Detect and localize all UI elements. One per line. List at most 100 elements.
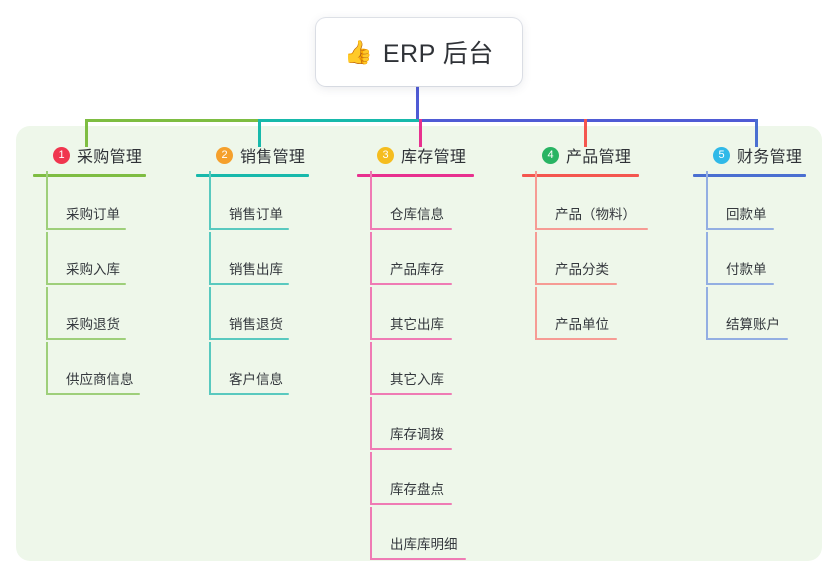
branch-title-4: 产品管理	[566, 149, 632, 166]
leaf-stem-wire	[706, 232, 708, 285]
branch-title-1: 采购管理	[77, 149, 143, 166]
branch-column-3: 3 库存管理仓库信息产品库存其它出库其它入库库存调拨库存盘点出库库明细	[357, 142, 474, 562]
leaf-underline	[209, 338, 289, 340]
branch-underline-5	[693, 174, 806, 177]
leaf-node[interactable]: 采购入库	[33, 232, 146, 287]
root-node-erp-backend[interactable]: 👍 ERP 后台	[316, 18, 522, 86]
leaf-node[interactable]: 其它入库	[357, 342, 474, 397]
leaf-list-3: 仓库信息产品库存其它出库其它入库库存调拨库存盘点出库库明细	[357, 171, 474, 562]
leaf-stem-wire	[209, 232, 211, 285]
leaf-label: 仓库信息	[390, 207, 444, 222]
branch-title-3: 库存管理	[401, 149, 467, 166]
leaf-stem-wire	[370, 232, 372, 285]
leaf-node[interactable]: 产品单位	[522, 287, 639, 342]
leaf-node[interactable]: 库存调拨	[357, 397, 474, 452]
leaf-node[interactable]: 产品分类	[522, 232, 639, 287]
leaf-stem-wire	[209, 287, 211, 340]
branch-title-2: 销售管理	[240, 149, 306, 166]
diagram-panel-background	[16, 126, 822, 561]
branch-underline-4	[522, 174, 639, 177]
leaf-stem-wire	[209, 342, 211, 395]
leaf-label: 采购入库	[66, 262, 120, 277]
leaf-node[interactable]: 客户信息	[196, 342, 309, 397]
leaf-stem-wire	[209, 171, 211, 230]
leaf-list-5: 回款单付款单结算账户	[693, 171, 806, 342]
leaf-underline	[209, 393, 289, 395]
leaf-underline	[706, 283, 774, 285]
branch-column-2: 2 销售管理销售订单销售出库销售退货客户信息	[196, 142, 309, 397]
leaf-stem-wire	[535, 171, 537, 230]
leaf-stem-wire	[46, 232, 48, 285]
leaf-stem-wire	[370, 452, 372, 505]
leaf-underline	[370, 393, 452, 395]
branch-badge-2: 2	[216, 146, 233, 164]
leaf-underline	[370, 558, 466, 560]
leaf-node[interactable]: 付款单	[693, 232, 806, 287]
leaf-node[interactable]: 结算账户	[693, 287, 806, 342]
leaf-list-4: 产品（物料） 产品分类产品单位	[522, 171, 648, 342]
leaf-label: 产品库存	[390, 262, 444, 277]
leaf-stem-wire	[535, 232, 537, 285]
leaf-label: 客户信息	[229, 372, 283, 387]
root-node-label: ERP 后台	[382, 40, 494, 68]
leaf-label: 库存调拨	[390, 427, 444, 442]
leaf-underline	[535, 228, 648, 230]
leaf-stem-wire	[46, 171, 48, 230]
leaf-node[interactable]: 其它出库	[357, 287, 474, 342]
leaf-underline	[370, 448, 452, 450]
leaf-stem-wire	[46, 342, 48, 395]
leaf-label: 供应商信息	[66, 372, 134, 387]
leaf-underline	[706, 228, 774, 230]
leaf-label: 产品分类	[555, 262, 609, 277]
leaf-label: 销售订单	[229, 207, 283, 222]
leaf-stem-wire	[706, 287, 708, 340]
leaf-underline	[46, 228, 126, 230]
leaf-node[interactable]: 销售订单	[196, 171, 309, 232]
branch-badge-3: 3	[377, 146, 394, 164]
branch-underline-1	[33, 174, 146, 177]
leaf-label: 采购退货	[66, 317, 120, 332]
leaf-node[interactable]: 出库库明细	[357, 507, 474, 562]
branch-underline-3	[357, 174, 474, 177]
branch-header-2[interactable]: 2 销售管理	[196, 142, 309, 168]
leaf-underline	[370, 338, 452, 340]
leaf-node[interactable]: 销售退货	[196, 287, 309, 342]
branch-title-5: 财务管理	[737, 149, 803, 166]
leaf-node[interactable]: 销售出库	[196, 232, 309, 287]
leaf-node[interactable]: 产品库存	[357, 232, 474, 287]
leaf-stem-wire	[370, 342, 372, 395]
leaf-label: 结算账户	[726, 317, 780, 332]
leaf-stem-wire	[46, 287, 48, 340]
leaf-stem-wire	[370, 171, 372, 230]
leaf-underline	[46, 283, 126, 285]
leaf-node[interactable]: 供应商信息	[33, 342, 146, 397]
leaf-stem-wire	[370, 507, 372, 560]
leaf-node[interactable]: 采购退货	[33, 287, 146, 342]
leaf-label: 销售退货	[229, 317, 283, 332]
leaf-node[interactable]: 库存盘点	[357, 452, 474, 507]
leaf-label: 回款单	[726, 207, 767, 222]
leaf-underline	[535, 338, 617, 340]
leaf-underline	[370, 283, 452, 285]
leaf-node[interactable]: 回款单	[693, 171, 806, 232]
leaf-underline	[46, 393, 140, 395]
leaf-node[interactable]: 产品（物料）	[522, 171, 648, 232]
leaf-underline	[209, 283, 289, 285]
leaf-label: 采购订单	[66, 207, 120, 222]
leaf-stem-wire	[370, 287, 372, 340]
leaf-label: 销售出库	[229, 262, 283, 277]
leaf-underline	[370, 228, 452, 230]
leaf-node[interactable]: 仓库信息	[357, 171, 474, 232]
branch-header-3[interactable]: 3 库存管理	[357, 142, 474, 168]
branch-badge-4: 4	[542, 146, 559, 164]
leaf-underline	[706, 338, 788, 340]
leaf-underline	[370, 503, 452, 505]
leaf-underline	[209, 228, 289, 230]
leaf-node[interactable]: 采购订单	[33, 171, 146, 232]
branch-header-4[interactable]: 4 产品管理	[522, 142, 639, 168]
